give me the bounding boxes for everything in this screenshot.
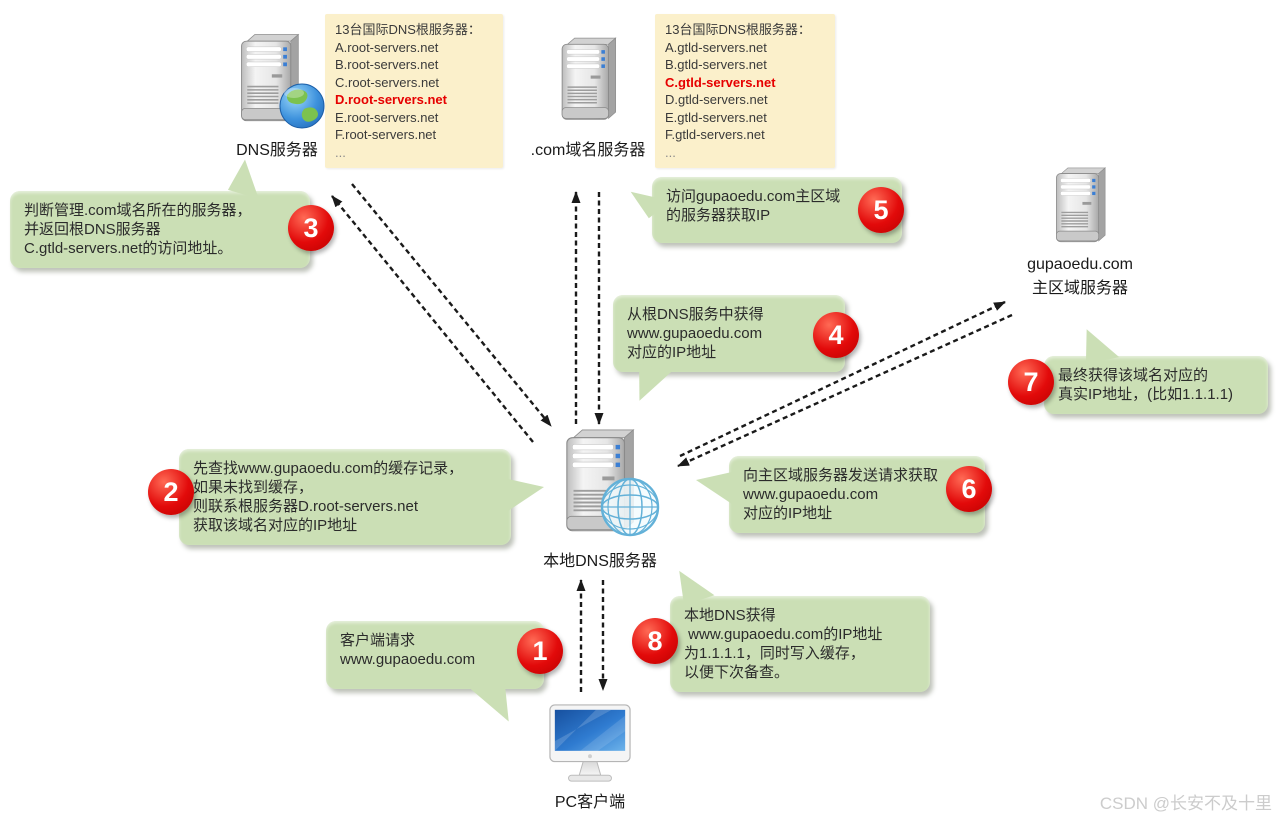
note-item: F.gtld-servers.net [665, 127, 765, 142]
note-item: B.root-servers.net [335, 57, 439, 72]
note-item: E.root-servers.net [335, 109, 439, 125]
local-dns-server-node: 本地DNS服务器 [520, 423, 680, 571]
imac-icon [540, 702, 640, 786]
step-badge-1: 1 [517, 628, 563, 674]
csdn-watermark: CSDN @长安不及十里 [1099, 794, 1272, 813]
callout-text: 则联系根服务器D.root-servers.net [193, 498, 419, 515]
note-item-ellipsis: ... [335, 144, 346, 160]
callout-step3: 判断管理.com域名所在的服务器， 并返回根DNS服务器 C.gtld-serv… [10, 157, 310, 268]
callout-text: 的服务器获取IP [666, 207, 771, 224]
callout-tail [629, 175, 671, 219]
callout-text: C.gtld-servers.net的访问地址。 [24, 240, 233, 257]
dns-root-server-node: DNS服务器 [222, 30, 332, 160]
wireframe-globe-icon [598, 475, 662, 539]
globe-icon [278, 82, 326, 130]
callout-text: www.gupaoedu.com [340, 651, 476, 668]
note-item: D.gtld-servers.net [665, 92, 768, 107]
callout-text: 客户端请求 [340, 632, 416, 649]
callout-tail [631, 363, 673, 407]
callout-text: 并返回根DNS服务器 [24, 221, 161, 238]
note-item-highlighted: D.root-servers.net [335, 92, 447, 107]
callout-step5: 访问gupaoedu.com主区域 的服务器获取IP [629, 175, 902, 243]
note-item: A.root-servers.net [335, 39, 439, 55]
note-item: F.root-servers.net [335, 127, 437, 142]
callout-step7: 最终获得该域名对应的 真实IP地址，(比如1.1.1.1) [1044, 323, 1268, 414]
callout-tail [508, 479, 544, 511]
server-tower-icon [1050, 162, 1110, 250]
note-item: A.gtld-servers.net [665, 39, 767, 55]
step-badge-8: 8 [632, 618, 678, 664]
callout-text: 以便下次备查。 [684, 664, 790, 681]
step-badge-6: 6 [946, 466, 992, 512]
callout-text: 向主区域服务器发送请求获取 [743, 467, 939, 484]
com-server-label: .com域名服务器 [530, 142, 646, 159]
gtld-servers-note: 13台国际DNS根服务器： A.gtld-servers.net B.gtld-… [655, 14, 835, 168]
callout-tail [1078, 323, 1120, 365]
pc-client-label: PC客户端 [554, 794, 626, 811]
step-badge-2: 2 [148, 469, 194, 515]
dns-root-server-label: DNS服务器 [236, 142, 318, 159]
callout-text: www.gupaoedu.com的IP地址 [684, 626, 883, 643]
callout-text: www.gupaoedu.com [743, 486, 879, 503]
arrows-localdns-comserver [571, 191, 604, 425]
callout-text: 对应的IP地址 [743, 505, 833, 522]
callout-text: 真实IP地址，(比如1.1.1.1) [1058, 386, 1234, 403]
step-badge-5: 5 [858, 187, 904, 233]
callout-text: www.gupaoedu.com [627, 325, 763, 342]
callout-step8: 本地DNS获得 www.gupaoedu.com的IP地址 为1.1.1.1，同… [670, 562, 930, 692]
server-tower-icon [555, 32, 621, 128]
note-item: C.root-servers.net [335, 74, 440, 90]
callout-text: 本地DNS获得 [684, 607, 776, 624]
callout-text: 访问gupaoedu.com主区域 [666, 188, 841, 205]
callout-tail [227, 157, 269, 199]
note-title: 13台国际DNS根服务器： [335, 22, 481, 37]
arrows-pc-localdns [576, 579, 608, 692]
note-title: 13台国际DNS根服务器： [665, 22, 811, 37]
pc-client-node: PC客户端 [535, 702, 645, 812]
callout-text: 如果未找到缓存， [193, 479, 314, 496]
step-badge-3: 3 [288, 205, 334, 251]
note-item-highlighted: C.gtld-servers.net [665, 74, 776, 90]
callout-text: 对应的IP地址 [627, 344, 717, 361]
callout-text: 判断管理.com域名所在的服务器， [24, 202, 252, 219]
callout-text: 先查找www.gupaoedu.com的缓存记录， [193, 460, 464, 477]
local-dns-server-label: 本地DNS服务器 [543, 553, 657, 570]
callout-step1: 客户端请求 www.gupaoedu.com [326, 621, 544, 729]
callout-text: 为1.1.1.1，同时写入缓存， [684, 645, 865, 662]
callout-step6: 向主区域服务器发送请求获取 www.gupaoedu.com 对应的IP地址 [696, 456, 985, 533]
com-server-node: .com域名服务器 [513, 32, 663, 160]
step-badge-7: 7 [1008, 359, 1054, 405]
arrows-localdns-dnsroot [331, 183, 552, 443]
gupao-server-label-line2: 主区域服务器 [1031, 280, 1128, 297]
callout-text: 获取该域名对应的IP地址 [193, 517, 358, 534]
callout-text: 最终获得该域名对应的 [1058, 367, 1209, 384]
callout-step4: 从根DNS服务中获得 www.gupaoedu.com 对应的IP地址 [613, 295, 845, 407]
note-item-ellipsis: ... [665, 144, 676, 160]
callout-text: 从根DNS服务中获得 [627, 306, 764, 323]
gupao-server-label-line1: gupaoedu.com [1027, 256, 1133, 273]
note-item: B.gtld-servers.net [665, 57, 767, 72]
gupao-server-node: gupaoedu.com 主区域服务器 [1010, 162, 1150, 298]
root-servers-note: 13台国际DNS根服务器： A.root-servers.net B.root-… [325, 14, 503, 168]
step-badge-4: 4 [813, 312, 859, 358]
note-item: E.gtld-servers.net [665, 109, 767, 125]
callout-tail [469, 679, 515, 729]
callout-step2: 先查找www.gupaoedu.com的缓存记录， 如果未找到缓存， 则联系根服… [179, 449, 544, 545]
callout-tail [696, 472, 732, 504]
